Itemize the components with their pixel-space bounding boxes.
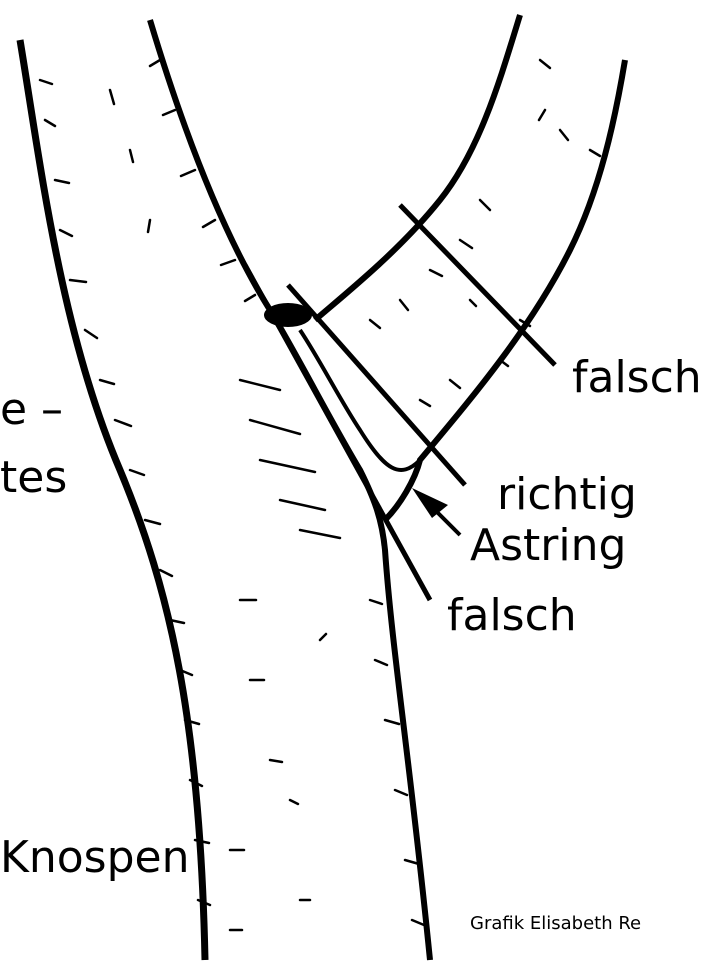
bark-texture: [40, 60, 424, 930]
label-falsch-upper: falsch: [572, 356, 702, 400]
astring-arrow-head: [412, 488, 448, 518]
label-knospen: Knospen: [0, 836, 189, 880]
label-richtig: richtig: [497, 473, 637, 517]
branch-upper-outline: [315, 15, 520, 320]
cut-line-upper-wrong: [400, 205, 555, 365]
trunk-right-outline: [150, 20, 430, 960]
branch-lower-outline: [385, 60, 625, 520]
label-left-fragment-2: tes: [0, 456, 67, 500]
label-falsch-lower: falsch: [447, 594, 577, 638]
label-astring: Astring: [470, 524, 626, 568]
credit-text: Grafik Elisabeth Re: [470, 915, 641, 933]
label-left-fragment-1: e –: [0, 388, 63, 432]
cut-line-lower-wrong: [245, 265, 430, 600]
